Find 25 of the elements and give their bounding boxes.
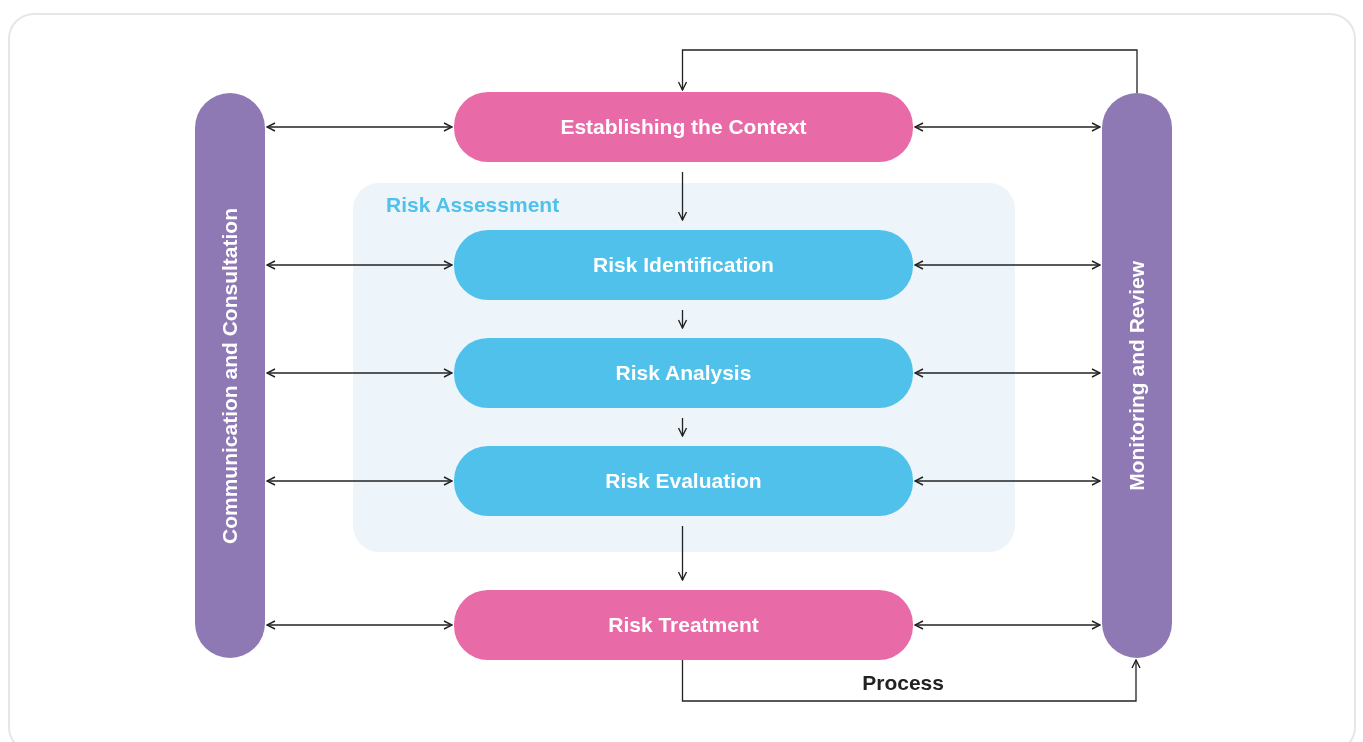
arrow <box>677 309 688 329</box>
vertical-bar: Monitoring and Review <box>1102 93 1172 658</box>
arrow <box>914 122 1101 132</box>
arrow <box>266 122 453 132</box>
arrow <box>677 525 688 581</box>
arrow <box>914 620 1101 630</box>
arrow <box>266 260 453 270</box>
group-title: Risk Assessment <box>386 193 560 217</box>
process-box: Risk Analysis <box>454 338 913 408</box>
arrow <box>914 476 1101 486</box>
arrow <box>266 620 453 630</box>
arrow <box>681 659 1141 702</box>
process-box: Establishing the Context <box>454 92 913 162</box>
vertical-bar: Communication and Consultation <box>195 93 265 658</box>
process-box: Risk Evaluation <box>454 446 913 516</box>
arrow <box>266 368 453 378</box>
arrow <box>677 417 688 437</box>
group-panel <box>353 183 1015 552</box>
process-box: Risk Treatment <box>454 590 913 660</box>
arrow <box>677 171 688 221</box>
arrow <box>677 49 1138 94</box>
process-box: Risk Identification <box>454 230 913 300</box>
arrow <box>914 260 1101 270</box>
arrow <box>266 476 453 486</box>
arrow <box>914 368 1101 378</box>
